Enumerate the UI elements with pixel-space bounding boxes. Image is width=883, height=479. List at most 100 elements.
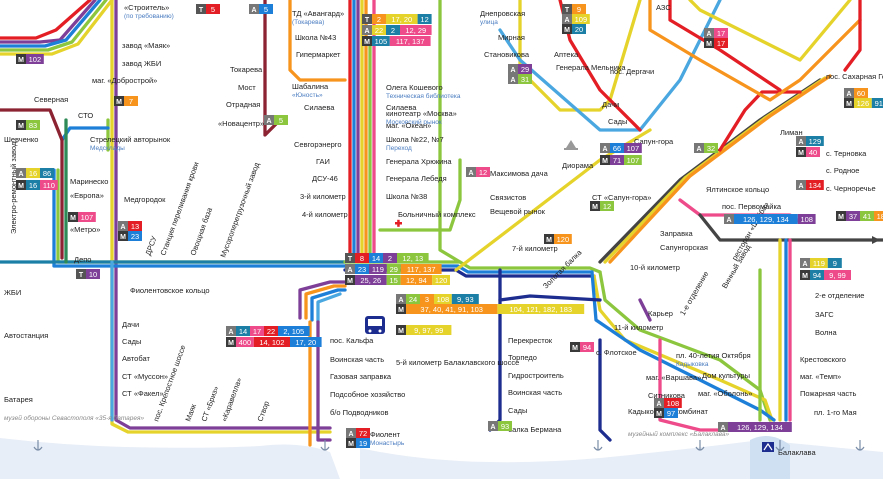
- stop-label[interactable]: Гипермаркет: [296, 50, 341, 59]
- stop-label[interactable]: маг. «Добрострой»: [92, 76, 157, 85]
- stop-label[interactable]: Лиман: [780, 128, 803, 137]
- stop-label[interactable]: «Европа»: [70, 191, 104, 200]
- stop-label[interactable]: АЗС: [656, 3, 671, 12]
- stop-label[interactable]: Аптека: [554, 50, 579, 59]
- stop-label[interactable]: ДРСУ: [143, 235, 158, 257]
- stop-label[interactable]: маг. «Оболонь»: [698, 389, 752, 398]
- stop-label[interactable]: Заправка: [660, 229, 694, 238]
- stop-label[interactable]: с. Черноречье: [826, 184, 876, 193]
- stop-label[interactable]: ДСУ-46: [312, 174, 338, 183]
- stop-label[interactable]: Вещевой рынок: [490, 207, 546, 216]
- stop-label[interactable]: маг. «Варшава»: [646, 373, 701, 382]
- stop-label[interactable]: Сады: [508, 406, 527, 415]
- stop-label[interactable]: Северная: [34, 95, 68, 104]
- stop-label[interactable]: завод «Маяк»: [122, 41, 170, 50]
- stop-label[interactable]: Овощная база: [188, 206, 214, 257]
- stop-label[interactable]: пос. Первомайка: [722, 202, 782, 211]
- stop-label[interactable]: ТД «Авангард»(Токарева): [292, 9, 344, 26]
- stop-label[interactable]: 4-й километр: [302, 210, 348, 219]
- stop-label[interactable]: пос. Дергачи: [610, 67, 654, 76]
- stop-label[interactable]: Мирная: [498, 33, 525, 42]
- stop-label[interactable]: Воинская часть: [508, 388, 562, 397]
- stop-label[interactable]: завод ЖБИ: [122, 59, 161, 68]
- stop-label[interactable]: Электро-ремонтный завод: [9, 141, 18, 234]
- stop-label[interactable]: Дачи: [602, 100, 619, 109]
- stop-label[interactable]: Сапун-гора: [634, 137, 674, 146]
- stop-label[interactable]: «Метро»: [70, 225, 100, 234]
- stop-label[interactable]: Сады: [608, 117, 627, 126]
- stop-label[interactable]: Воинская часть: [330, 355, 384, 364]
- stop-label[interactable]: Дом культуры: [702, 371, 750, 380]
- stop-label[interactable]: Сады: [122, 337, 141, 346]
- stop-label[interactable]: Силаева: [304, 103, 335, 112]
- stop-label[interactable]: Ялтинское кольцо: [706, 185, 769, 194]
- stop-label[interactable]: 10-й километр: [630, 263, 680, 272]
- stop-label[interactable]: Газовая заправка: [330, 372, 392, 381]
- stop-label[interactable]: Мусороперегрузочный завод: [218, 161, 261, 259]
- stop-label[interactable]: Маринеско: [70, 177, 108, 186]
- stop-label[interactable]: Медгородок: [124, 195, 166, 204]
- stop-label[interactable]: 7-й километр: [512, 244, 558, 253]
- stop-label[interactable]: «Каравелла»: [219, 376, 243, 422]
- stop-label[interactable]: Гидростроитель: [508, 371, 564, 380]
- stop-label[interactable]: СТ «Муссон»: [122, 372, 168, 381]
- route-badge[interactable]: М12691104: [844, 98, 883, 108]
- stop-label[interactable]: Мост: [238, 83, 256, 92]
- stop-label[interactable]: пл. 1-го Мая: [814, 408, 857, 417]
- stop-label[interactable]: пос. Крепостное шоссе: [151, 344, 187, 423]
- stop-label[interactable]: Карьер: [648, 309, 673, 318]
- stop-label[interactable]: маг. «Океан»: [386, 121, 431, 130]
- stop-label[interactable]: 3-й километр: [300, 192, 346, 201]
- stop-label[interactable]: Крестовского: [800, 355, 846, 364]
- stop-label[interactable]: СТ «Сапун-гора»: [592, 193, 651, 202]
- stop-label[interactable]: маг. «Темп»: [800, 372, 841, 381]
- stop-label[interactable]: Генерала Лебедя: [386, 174, 447, 183]
- stop-label[interactable]: 1-е отделение: [678, 270, 711, 317]
- stop-label[interactable]: СТ «Факел»: [122, 389, 164, 398]
- stop-label[interactable]: Автобат: [122, 354, 150, 363]
- stop-label[interactable]: Отрадная: [226, 100, 260, 109]
- stop-label[interactable]: ЗАГС: [815, 310, 834, 319]
- stop-label[interactable]: Диорама: [562, 161, 594, 170]
- stop-label[interactable]: Токарева: [230, 65, 263, 74]
- stop-label[interactable]: Маяк: [183, 402, 198, 423]
- stop-label[interactable]: Силаева: [386, 103, 417, 112]
- stop-label[interactable]: Севгорэнерго: [294, 140, 342, 149]
